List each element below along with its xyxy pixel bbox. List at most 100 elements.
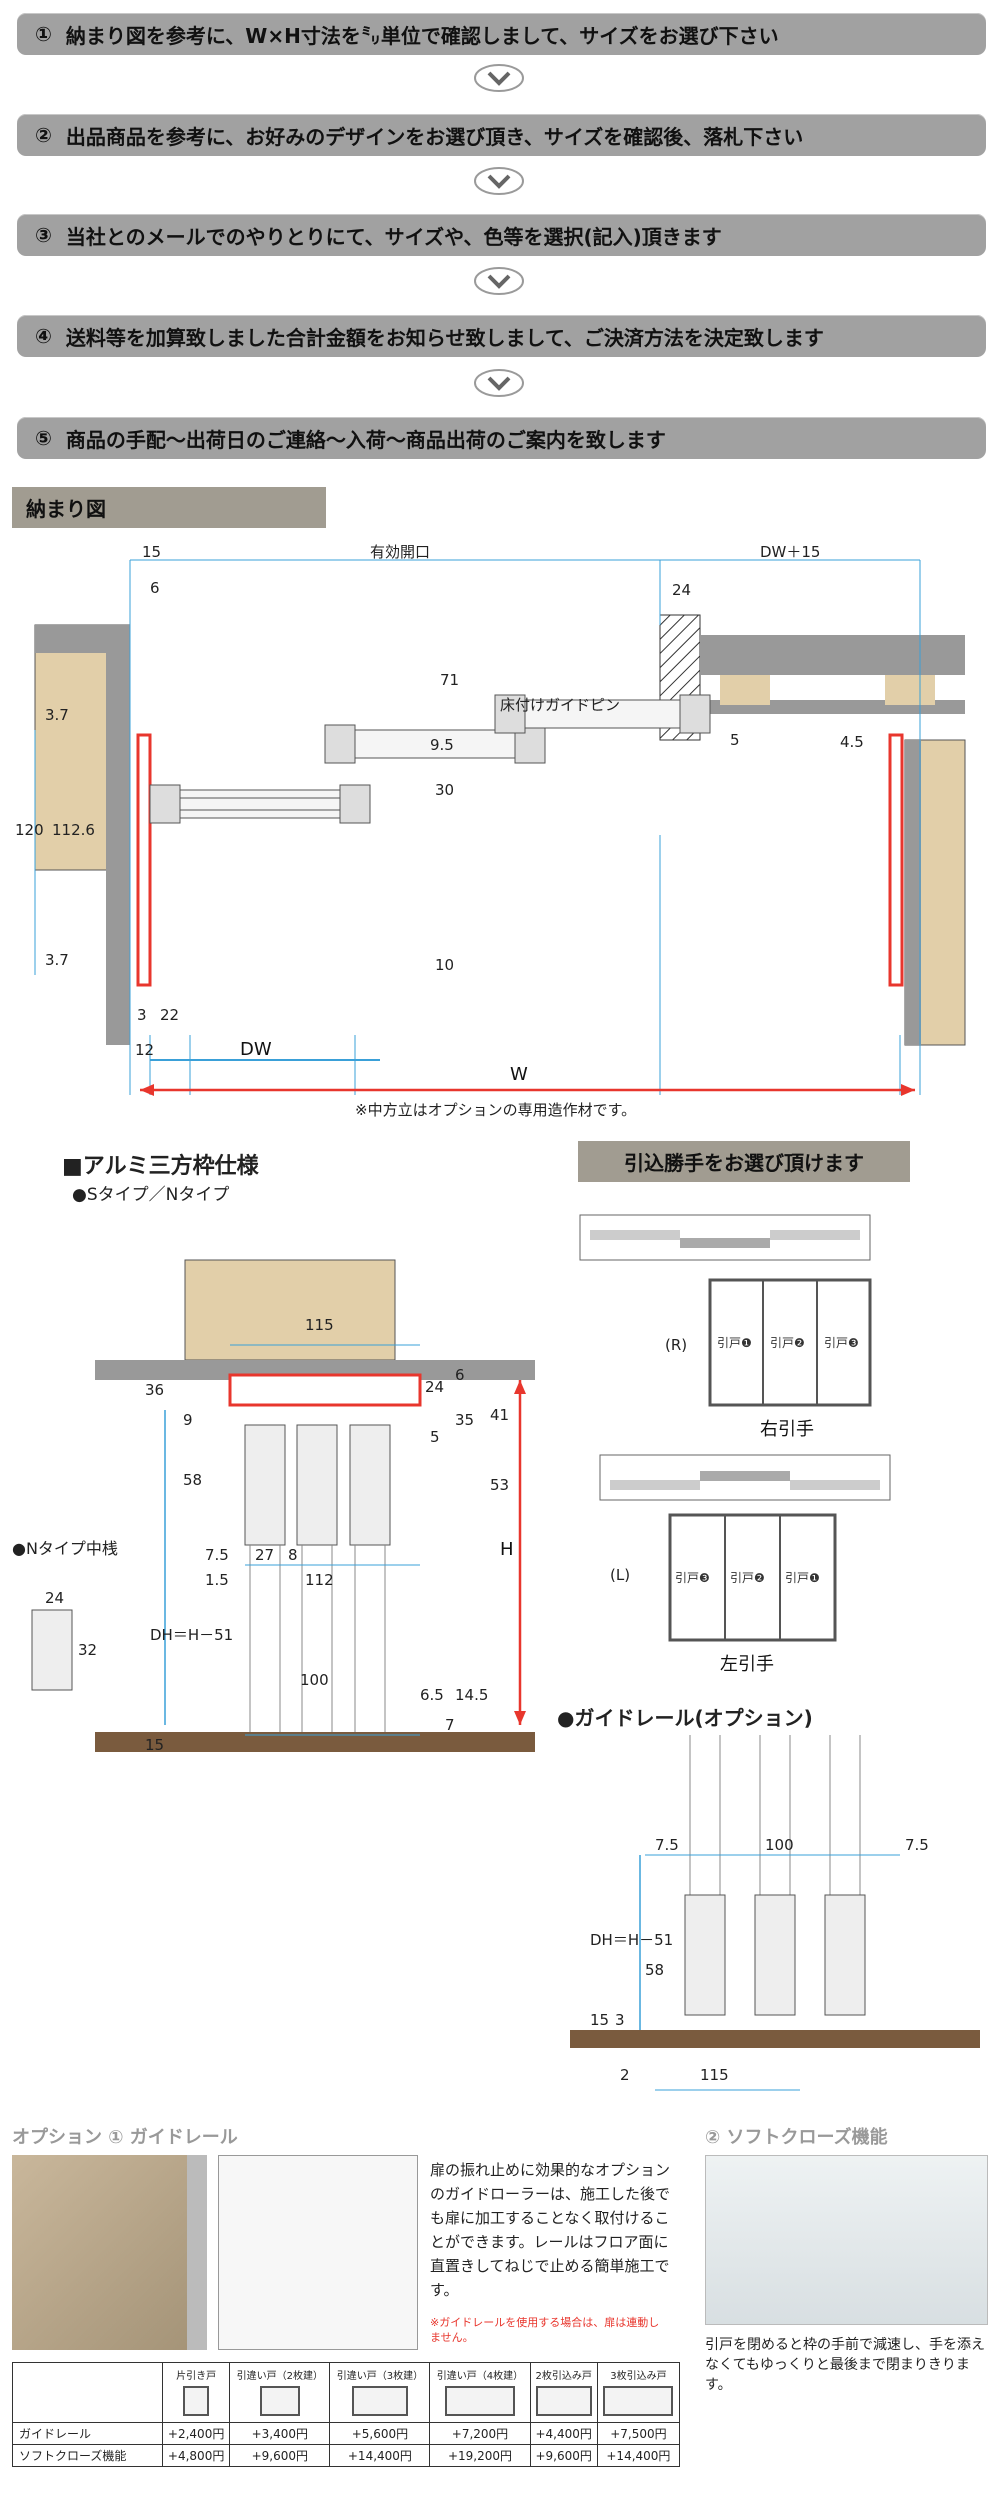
dim-8: 8 — [288, 1546, 298, 1564]
row-label: ソフトクローズ機能 — [12, 2444, 163, 2467]
wood-block — [885, 675, 935, 705]
l-caption: 左引手 — [720, 1654, 774, 1675]
wood-block — [720, 675, 770, 705]
guide-7-5-right: 7.5 — [905, 1836, 929, 1854]
l-door-1: 引戸❸ — [675, 1571, 710, 1585]
upper-rail — [228, 1373, 422, 1407]
dim-15: 15 — [142, 543, 161, 561]
table-header-row: 片引き戸 引違い戸（2枚建） 引違い戸（3枚建） 引違い戸（4枚建） 2枚引込み… — [12, 2362, 681, 2423]
l-label: (L) — [610, 1566, 630, 1584]
dim-5: 5 — [730, 731, 740, 749]
dim-120: 120 — [15, 821, 44, 839]
r-label: (R) — [665, 1336, 687, 1354]
dim-effective-opening: 有効開口 — [370, 543, 430, 561]
price-cell: +19,200円 — [429, 2444, 531, 2467]
dim-5: 5 — [430, 1428, 440, 1446]
dim-dw: DW — [240, 1039, 272, 1060]
col-header: 引違い戸（2枚建） — [229, 2362, 331, 2423]
price-table: 片引き戸 引違い戸（2枚建） 引違い戸（3枚建） 引違い戸（4枚建） 2枚引込み… — [12, 2362, 681, 2467]
price-cell: +9,600円 — [529, 2444, 598, 2467]
left-frame — [136, 733, 152, 987]
dim-9: 9 — [183, 1411, 193, 1429]
dim-1-5: 1.5 — [205, 1571, 229, 1589]
ntype-32: 32 — [78, 1641, 97, 1659]
guide-title: ●ガイドレール(オプション) — [557, 1706, 813, 1730]
dim-14-5: 14.5 — [455, 1686, 488, 1704]
step-number: ② — [35, 123, 52, 147]
dim-h: H — [500, 1539, 514, 1560]
door-3 — [494, 694, 711, 734]
step-number: ④ — [35, 324, 52, 348]
dim-24: 24 — [425, 1378, 444, 1396]
ceiling-line — [95, 1360, 535, 1380]
row-label: ガイドレール — [12, 2422, 163, 2445]
dim-24: 24 — [672, 581, 691, 599]
price-cell: +7,200円 — [429, 2422, 531, 2445]
door-1 — [149, 784, 371, 824]
option-1-photo — [12, 2155, 207, 2350]
guide-rail-drawing: 7.5 100 7.5 DH＝H－51 58 15 3 2 115 — [570, 1735, 980, 2091]
dim-112: 112 — [305, 1571, 334, 1589]
door-2 — [324, 724, 546, 764]
dim-3: 3 — [137, 1006, 147, 1024]
price-cell: +9,600円 — [229, 2444, 331, 2467]
price-cell: +4,800円 — [161, 2444, 231, 2467]
guide-58: 58 — [645, 1961, 664, 1979]
dim-dh: DH＝H－51 — [150, 1626, 233, 1644]
step-3: ③ 当社とのメールでのやりとりにて、サイズや、色等を選択(記入)頂きます — [17, 214, 986, 256]
dim-7: 7 — [445, 1716, 455, 1734]
guide-115: 115 — [700, 2066, 729, 2084]
dim-6-5: 6.5 — [420, 1686, 444, 1704]
guide-7-5-left: 7.5 — [655, 1836, 679, 1854]
r-door-3: 引戸❸ — [824, 1336, 859, 1350]
dim-w: W — [510, 1064, 528, 1085]
dim-112-6: 112.6 — [52, 821, 95, 839]
dim-6: 6 — [455, 1366, 465, 1384]
dim-71: 71 — [440, 671, 459, 689]
doors-section — [244, 1424, 391, 1546]
hand-header: 引込勝手をお選び頂けます — [578, 1141, 910, 1182]
dim-9-5: 9.5 — [430, 736, 454, 754]
dim-115: 115 — [305, 1316, 334, 1334]
col-header: 3枚引込み戸 — [596, 2362, 681, 2423]
plan-note: ※中方立はオプションの専用造作材です。 — [355, 1101, 636, 1119]
step-text: 当社とのメールでのやりとりにて、サイズや、色等を選択(記入)頂きます — [65, 224, 722, 249]
chevron-down-icon — [474, 369, 524, 397]
floor — [95, 1732, 535, 1752]
option-1-diagram — [218, 2155, 418, 2350]
left-post — [106, 625, 130, 1045]
dim-12: 12 — [135, 1041, 154, 1059]
dim-53: 53 — [490, 1476, 509, 1494]
step-number: ③ — [35, 223, 52, 247]
dim-10: 10 — [435, 956, 454, 974]
right-hand-diagram: (R) 引戸❶ 引戸❷ 引戸❸ 右引手 — [579, 1214, 872, 1440]
dim-58: 58 — [183, 1471, 202, 1489]
section-subtitle: ●Sタイプ／Nタイプ — [72, 1185, 230, 1205]
step-1: ① 納まり図を参考に、W×H寸法を㍉単位で確認しまして、サイズをお選び下さい — [17, 13, 986, 55]
right-frame — [888, 733, 904, 987]
step-text: 送料等を加算致しました合計金額をお知らせ致しまして、ご決済方法を決定致します — [65, 325, 824, 350]
option-2-photo — [705, 2155, 988, 2325]
dim-dw15: DW＋15 — [760, 543, 820, 561]
price-cell: +14,400円 — [329, 2444, 431, 2467]
chevron-down-icon — [474, 64, 524, 92]
dim-15-floor: 15 — [145, 1736, 164, 1754]
option-2-title: ② ソフトクローズ機能 — [705, 2127, 888, 2148]
dim-7-5: 7.5 — [205, 1546, 229, 1564]
guide-2: 2 — [620, 2066, 630, 2084]
price-cell: +2,400円 — [161, 2422, 231, 2445]
dim-3-7-bottom: 3.7 — [45, 951, 69, 969]
chevron-down-icon — [474, 167, 524, 195]
section-drawing: 115 36 9 24 6 35 41 5 58 53 7.5 27 8 1.5… — [31, 1259, 535, 1754]
dim-6: 6 — [150, 579, 160, 597]
right-post — [905, 740, 921, 1045]
guide-3: 3 — [615, 2011, 625, 2029]
chevron-down-icon — [474, 267, 524, 295]
dim-22: 22 — [160, 1006, 179, 1024]
top-wood — [184, 1259, 396, 1361]
plan-header: 納まり図 — [12, 487, 326, 528]
dim-35: 35 — [455, 1411, 474, 1429]
step-number: ① — [35, 22, 52, 46]
l-door-3: 引戸❶ — [785, 1571, 820, 1585]
step-2: ② 出品商品を参考に、お好みのデザインをお選び頂き、サイズを確認後、落札下さい — [17, 114, 986, 156]
